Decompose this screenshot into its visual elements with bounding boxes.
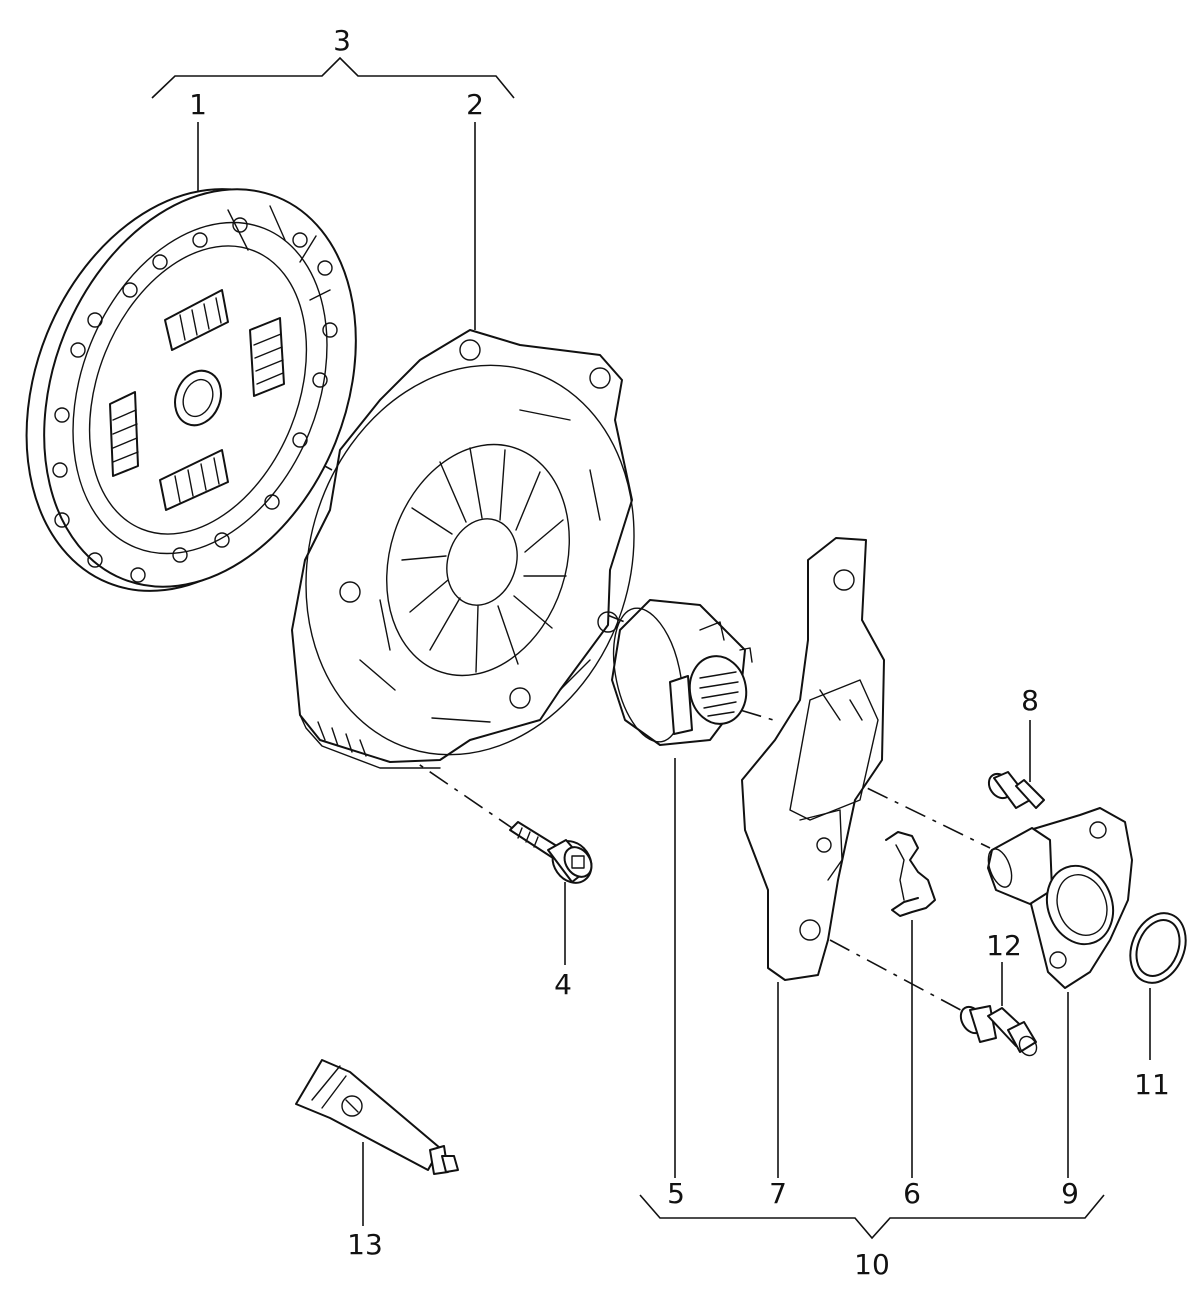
callout-labels: 3 1 2 4 8 12 11 5 7 6 9 13 10 [189,24,1170,1281]
leader-lines [197,122,1151,1226]
small-bolt [987,771,1045,809]
damper-spring [249,317,285,397]
callout-9: 9 [1061,1177,1079,1210]
callout-2: 2 [466,88,484,121]
o-ring [1129,912,1187,984]
callout-11: 11 [1134,1068,1170,1101]
stud-bolt [959,1005,1038,1057]
callout-7: 7 [769,1177,787,1210]
release-bearing [611,599,753,746]
pressure-plate [291,329,635,769]
clutch-disc [25,188,357,592]
bolt [509,821,593,884]
damper-spring [164,289,229,351]
damper-spring [159,449,229,511]
retaining-clip [885,831,936,917]
callout-4: 4 [554,968,572,1001]
callout-12: 12 [986,929,1022,962]
grease-tube [295,1059,459,1175]
callout-5: 5 [667,1177,685,1210]
callout-8: 8 [1021,684,1039,717]
callout-6: 6 [903,1177,921,1210]
guide-sleeve [987,807,1133,989]
callout-13: 13 [347,1228,383,1261]
callout-3: 3 [333,24,351,57]
release-fork [741,537,885,981]
callout-1: 1 [189,88,207,121]
damper-spring [109,391,139,477]
group-bracket-10 [639,1194,1105,1240]
callout-10: 10 [854,1248,890,1281]
group-bracket-3 [151,56,515,99]
